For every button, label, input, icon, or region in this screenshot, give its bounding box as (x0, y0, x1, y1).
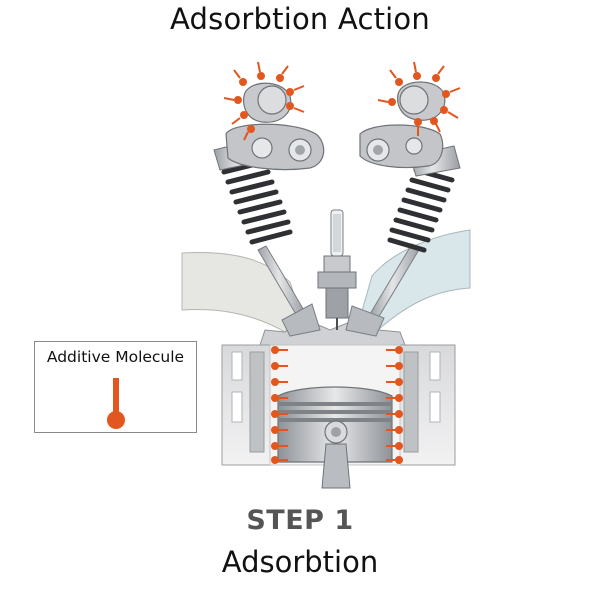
molecules-right-wall (386, 346, 403, 464)
molecules-left-wall (271, 346, 288, 464)
intake-rocker-arm (225, 123, 325, 171)
connecting-rod (321, 443, 351, 489)
intake-valve-spring (221, 159, 293, 245)
step-name: Adsorbtion (221, 545, 379, 579)
legend-label: Additive Molecule (46, 348, 185, 366)
molecules-exhaust-cam (377, 61, 461, 136)
step-number: STEP 1 (246, 505, 354, 536)
cylinder-block-left (221, 344, 271, 466)
spark-plug (317, 209, 357, 330)
intake-valve (257, 245, 321, 337)
exhaust-camshaft (397, 81, 446, 121)
molecule-icon (107, 378, 125, 429)
piston (277, 386, 393, 463)
cylinder-block-right (399, 344, 456, 466)
diagram-title: Adsorbtion Action (170, 2, 430, 36)
exhaust-valve-spring (387, 167, 455, 253)
legend-box: Additive Molecule (34, 341, 197, 433)
molecules-intake-cam (223, 61, 305, 141)
intake-camshaft (243, 82, 292, 123)
exhaust-rocker-arm (359, 124, 444, 169)
